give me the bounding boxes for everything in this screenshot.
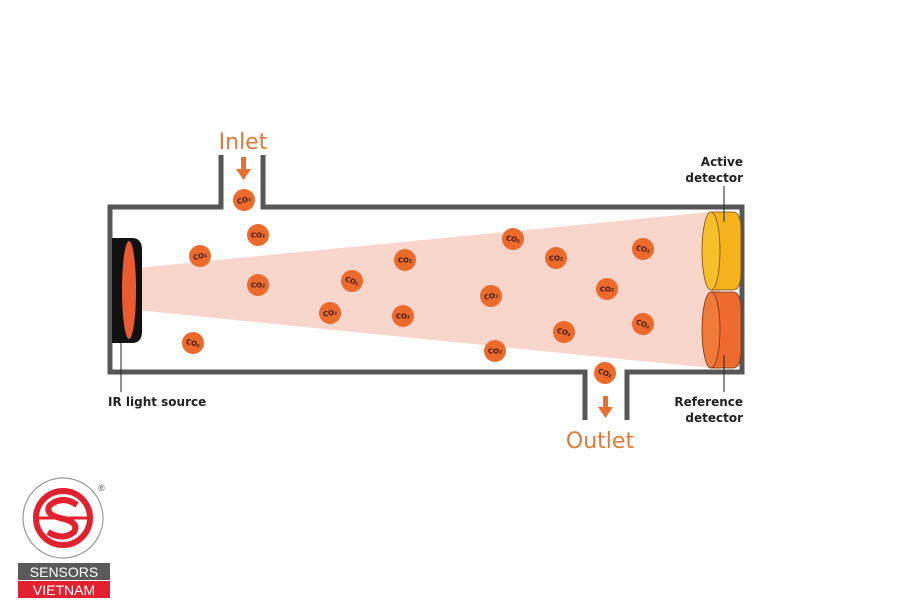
co2-molecule: CO₂ [247, 274, 269, 296]
svg-text:®: ® [98, 483, 105, 493]
co2-molecule: CO₂ [632, 238, 654, 260]
co2-molecule: CO₂ [594, 362, 616, 384]
co2-molecule: CO₂ [394, 249, 416, 271]
co2-label: CO₂ [549, 255, 563, 263]
co2-molecule: CO₂ [392, 305, 414, 327]
ir-source-label: IR light source [108, 395, 206, 409]
outlet-arrow-icon [598, 396, 613, 418]
logo-line1: SENSORS [30, 564, 98, 580]
co2-label: CO₂ [483, 291, 498, 301]
reference-detector [701, 291, 742, 392]
co2-label: CO₂ [556, 327, 572, 338]
co2-molecule: CO₂ [484, 340, 506, 362]
inlet-arrow-icon [236, 157, 251, 180]
logo-line2: VIETNAM [33, 582, 95, 598]
ir-light-source [112, 238, 142, 392]
co2-label: CO₂ [600, 286, 614, 294]
sensors-vietnam-logo: ® SENSORS VIETNAM [18, 477, 110, 598]
co2-label: CO₂ [251, 232, 265, 240]
co2-molecules: CO₂ CO₂ CO₂ CO₂ CO₂ CO₂ CO₂ CO₂ CO₂ CO₂ CO₂ CO₂ CO₂ C… [182, 189, 654, 384]
co2-label: CO₂ [236, 195, 252, 206]
co2-label: CO₂ [251, 282, 265, 290]
co2-molecule: CO₂ [247, 224, 269, 246]
co2-label: CO₂ [635, 244, 650, 254]
co2-label: CO₂ [396, 313, 410, 321]
co2-molecule: CO₂ [182, 332, 204, 354]
reference-detector-label-1: Reference [674, 395, 743, 409]
co2-molecule: CO₂ [480, 285, 502, 307]
co2-molecule: CO₂ [596, 278, 618, 300]
co2-molecule: CO₂ [632, 313, 654, 335]
inlet-label: Inlet [219, 130, 268, 155]
co2-molecule: CO₂ [553, 321, 575, 343]
sensor-tube [107, 155, 745, 420]
co2-label: CO₂ [398, 257, 412, 265]
co2-label: CO₂ [192, 251, 208, 262]
ir-beam [136, 211, 720, 369]
co2-label: CO₂ [488, 348, 502, 356]
co2-molecule: CO₂ [341, 270, 363, 292]
outlet-label: Outlet [566, 429, 635, 454]
active-detector [701, 186, 742, 291]
co2-label: CO₂ [185, 338, 201, 349]
reference-detector-label-2: detector [685, 411, 743, 425]
co2-molecule: CO₂ [502, 228, 524, 250]
co2-molecule: CO₂ [319, 302, 341, 324]
co2-label: CO₂ [505, 234, 520, 244]
co2-molecule: CO₂ [545, 247, 567, 269]
active-detector-label-1: Active [701, 155, 743, 169]
co2-molecule: CO₂ [189, 245, 211, 267]
active-detector-label-2: detector [685, 171, 743, 185]
co2-molecule: CO₂ [233, 189, 255, 211]
co2-label: CO₂ [322, 308, 337, 318]
